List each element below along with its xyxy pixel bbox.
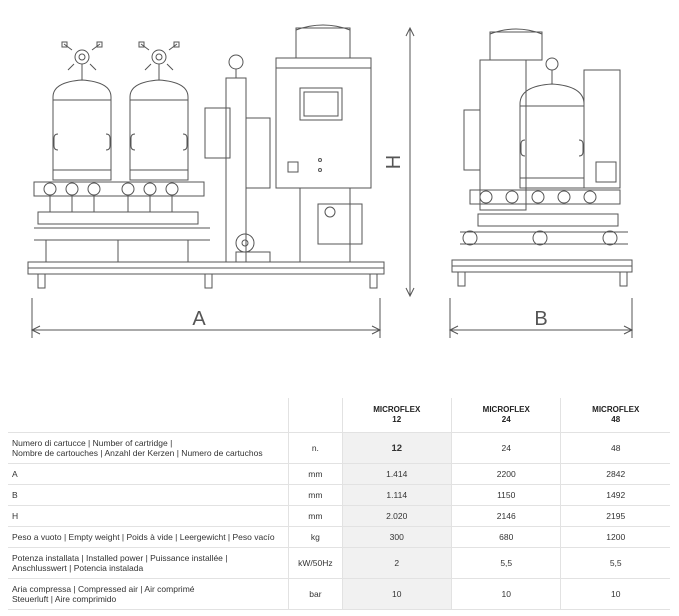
table-row: A mm 1.414 2200 2842 [8,463,670,485]
cell-value: 300 [342,526,452,548]
table-header-row: MICROFLEX 12 MICROFLEX 24 MICROFLEX 48 [8,398,670,433]
row-label-line: Anschlusswert | Potencia instalada [12,563,144,573]
row-label: Numero di cartucce | Number of cartridge… [8,432,289,464]
dimension-label-a: A [192,308,206,330]
row-unit: mm [288,505,343,527]
front-vessel-left [52,41,112,181]
specifications-table: MICROFLEX 12 MICROFLEX 24 MICROFLEX 48 N… [8,398,670,610]
dimension-h [405,26,415,298]
row-label: Potenza installata | Installed power | P… [8,547,289,579]
table-row: B mm 1.114 1150 1492 [8,484,670,506]
cell-value: 5,5 [450,547,561,579]
side-vessel [519,57,585,189]
row-label: B [8,484,289,506]
front-view [27,24,415,338]
row-unit: mm [288,463,343,485]
cell-value: 10 [450,578,561,610]
cell-value: 10 [560,578,670,610]
cell-value: 2195 [560,505,670,527]
cell-value: 1200 [560,526,670,548]
row-label-line: Nombre de cartouches | Anzahl der Kerzen… [12,448,263,458]
row-label-line: Numero di cartucce | Number of cartridge… [12,438,173,448]
cell-value: 1150 [450,484,561,506]
table-row: Numero di cartucce | Number of cartridge… [8,432,670,464]
row-unit: bar [288,578,343,610]
header-model-12: MICROFLEX 12 [342,398,452,433]
header-unit-column [288,398,343,433]
model-size: 24 [501,415,511,424]
model-size: 48 [611,415,621,424]
table-row: Potenza installata | Installed power | P… [8,547,670,579]
front-center-column [204,54,271,263]
front-vessel-center [129,41,189,181]
side-view [448,28,634,338]
cell-value: 2842 [560,463,670,485]
cell-value: 24 [450,432,561,464]
table-row: Peso a vuoto | Empty weight | Poids à vi… [8,526,670,548]
dimension-b [448,298,634,338]
model-size: 12 [392,415,402,424]
cell-value: 2200 [450,463,561,485]
cell-value: 2146 [450,505,561,527]
row-label: Aria compressa | Compressed air | Air co… [8,578,289,610]
dimension-label-h: H [383,155,405,169]
header-model-48: MICROFLEX 48 [560,398,670,433]
cell-value: 680 [450,526,561,548]
dimension-label-b: B [534,308,547,330]
cell-value: 48 [560,432,670,464]
table-row: H mm 2.020 2146 2195 [8,505,670,527]
cell-value: 2 [342,547,452,579]
front-control-cabinet [275,24,372,262]
row-unit: kW/50Hz [288,547,343,579]
row-unit: n. [288,432,343,464]
cell-value: 2.020 [342,505,452,527]
row-label-line: Steuerluft | Aire comprimido [12,594,117,604]
row-unit: kg [288,526,343,548]
header-model-24: MICROFLEX 24 [450,398,561,433]
cell-value: 1.414 [342,463,452,485]
row-unit: mm [288,484,343,506]
table-row: Aria compressa | Compressed air | Air co… [8,578,670,610]
cell-value: 10 [342,578,452,610]
cell-value: 12 [342,432,452,464]
model-name: MICROFLEX [373,405,421,414]
machine-technical-drawing: A B H [27,24,634,338]
front-valve-manifold [33,181,210,262]
row-label-line: Aria compressa | Compressed air | Air co… [12,584,195,594]
cell-value: 5,5 [560,547,670,579]
header-label-column [8,398,289,433]
front-touch-screen [299,87,343,121]
row-label-line: Potenza installata | Installed power | P… [12,553,228,563]
row-label: Peso a vuoto | Empty weight | Poids à vi… [8,526,289,548]
dimension-a [30,298,382,338]
model-name: MICROFLEX [482,405,530,414]
cell-value: 1.114 [342,484,452,506]
model-name: MICROFLEX [592,405,640,414]
row-label: A [8,463,289,485]
row-label: H [8,505,289,527]
cell-value: 1492 [560,484,670,506]
